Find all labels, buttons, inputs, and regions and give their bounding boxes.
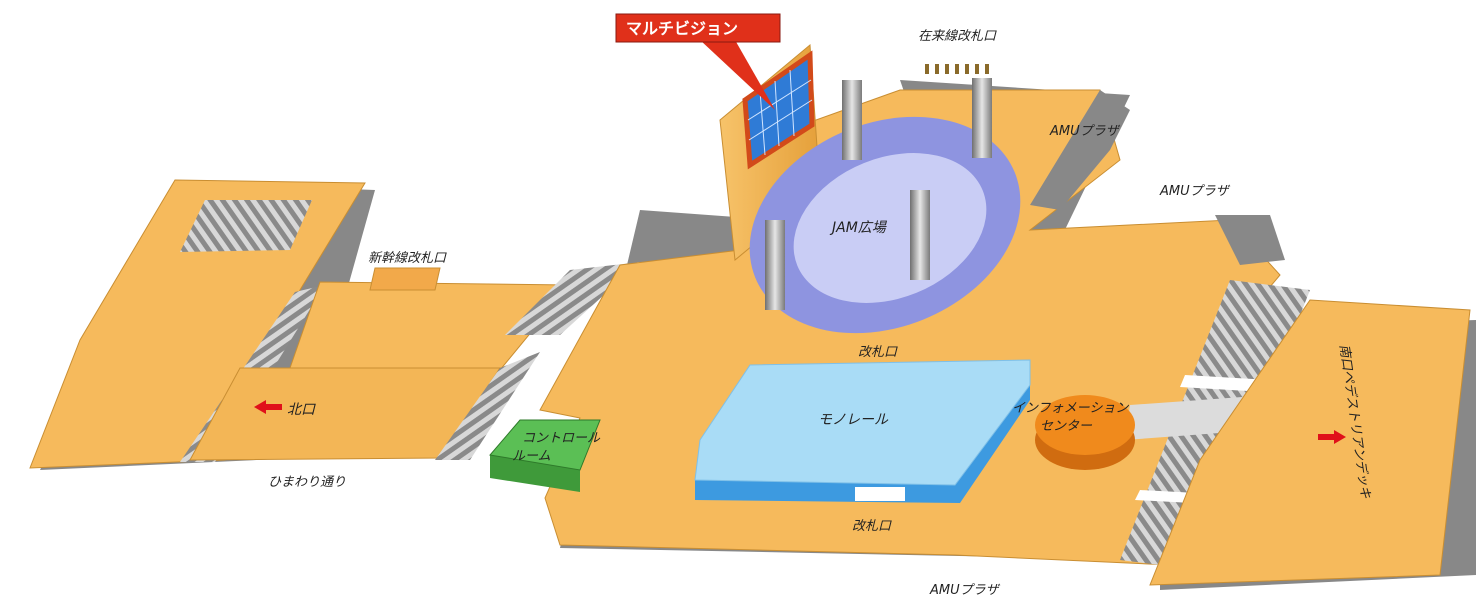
- west-escalator-2: [435, 352, 540, 460]
- amu-plaza-right-shadow: [1030, 90, 1130, 210]
- ticket-gate-bottom-label: 改札口: [852, 519, 892, 534]
- multivision-grid: [747, 69, 813, 156]
- monorail-label: モノレール: [818, 412, 889, 428]
- right-arrow-icon: [1318, 430, 1346, 444]
- ticket-gate-mid-label: 改札口: [858, 345, 898, 360]
- amu-plaza-top-label: AMUプラザ: [1049, 124, 1121, 139]
- monorail-gate-opening: [855, 487, 905, 501]
- multivision-screen: [742, 50, 815, 170]
- jam-plaza-label: JAM広場: [829, 220, 888, 236]
- multivision-callout-pointer: [700, 40, 775, 110]
- info-center-top: [1035, 395, 1135, 455]
- monorail-platform: [694, 359, 1031, 486]
- control-room-label-1: コントロール: [522, 431, 601, 446]
- west-escalator: [505, 262, 640, 335]
- multivision-callout: [615, 13, 781, 43]
- shinkansen-gate-label: 新幹線改札口: [368, 250, 447, 266]
- north-hatched-area: [180, 200, 312, 252]
- zairaisen-gate-label: 在来線改札口: [918, 29, 997, 44]
- north-exit-label: 北口: [287, 402, 316, 418]
- zairaisen-turnstiles: [925, 64, 989, 74]
- info-center-label-1: インフォメーション: [1012, 401, 1129, 416]
- multivision-label: マルチビジョン: [626, 19, 738, 38]
- info-center-label-2: センター: [1040, 419, 1093, 434]
- himawari-street-label: ひまわり通り: [268, 475, 346, 490]
- monorail-platform-side: [695, 385, 1030, 503]
- control-room-label-2: ルーム: [512, 449, 551, 464]
- amu-plaza-far-right-shadow: [1215, 215, 1285, 265]
- shinkansen-gate-box: [369, 267, 441, 291]
- plaza-pillars: [765, 78, 992, 310]
- jam-plaza-inner: [793, 153, 987, 303]
- south-pedestrian-deck: [1149, 299, 1471, 586]
- control-room-front: [490, 455, 580, 492]
- amu-plaza-right-label: AMUプラザ: [1159, 184, 1231, 199]
- control-room-top: [489, 419, 601, 471]
- amu-plaza-bottom-label: AMUプラザ: [929, 583, 1001, 596]
- left-arrow-icon: [254, 400, 282, 414]
